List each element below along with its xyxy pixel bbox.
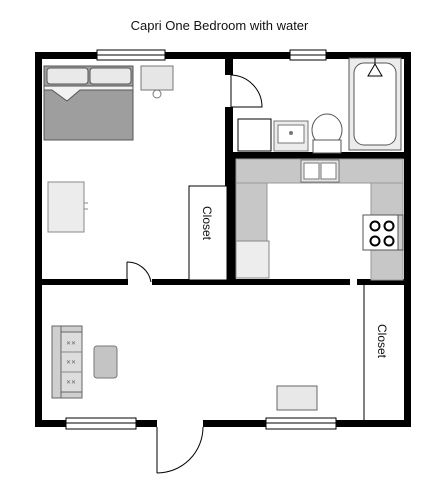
closet-bedroom-label: Closet [200,206,214,241]
wall-bedroom-bottom-right [152,279,350,285]
wall-right [404,52,411,427]
wall-bedroom-bottom-left [38,279,128,285]
svg-text:✕✕: ✕✕ [66,340,76,347]
kitchen-sink [300,159,340,183]
refrigerator [235,240,270,279]
doors [126,74,263,474]
svg-text:✕✕: ✕✕ [66,379,76,386]
pillow-left [46,67,89,85]
closet-bedroom: Closet [188,185,228,281]
pillow-right [89,67,132,85]
nightstand [140,65,174,99]
dresser [47,181,88,233]
windows [65,49,337,430]
svg-text:✕✕: ✕✕ [66,359,76,366]
floor-plan-title: Capri One Bedroom with water [130,18,309,33]
sofa: ✕✕ ✕✕ ✕✕ [51,325,83,399]
wall-left [35,52,42,427]
wall-kitchen-bottom-right [357,279,407,285]
wall-bedroom-right-upper [225,55,233,75]
wall-bath-bottom [225,152,408,159]
bathroom-sink [273,120,309,152]
wall-top [35,52,411,59]
closet-living-label: Closet [375,324,389,359]
bathtub [348,57,402,151]
interior-walls [38,55,408,285]
wall-kitchen-left [230,155,236,283]
wall-bedroom-right-lower [225,107,233,283]
ottoman [93,345,118,379]
bed [43,65,134,141]
stove [362,214,404,251]
tv-cabinet [276,385,318,411]
bathroom-cabinet [237,118,272,152]
closet-living: Closet [363,285,389,420]
toilet [311,113,343,154]
